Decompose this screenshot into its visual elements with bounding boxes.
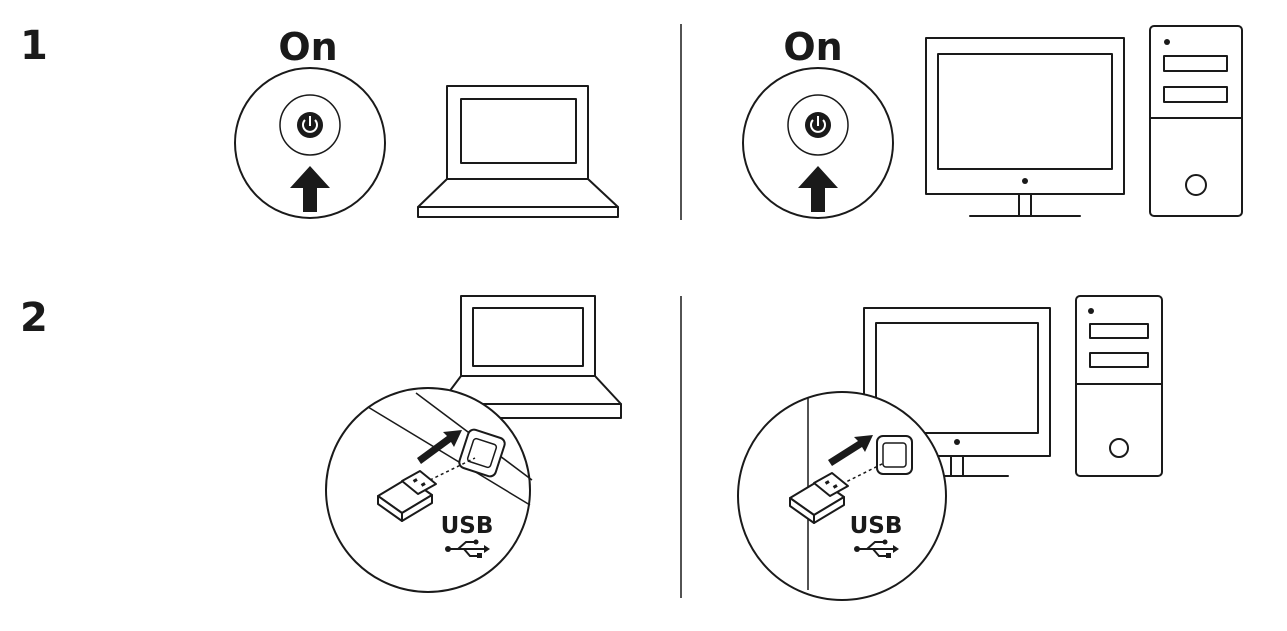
tower-pc-icon — [1075, 295, 1163, 477]
power-icon — [297, 112, 323, 138]
usb-receiver-icon — [377, 470, 437, 522]
usb-receiver-icon — [789, 472, 849, 524]
power-switch-right: On — [742, 25, 894, 219]
usb-label-left: USB — [441, 513, 494, 539]
step-1-number: 1 — [20, 23, 48, 69]
insert-arrow-icon — [828, 435, 873, 466]
up-arrow-icon — [798, 166, 838, 212]
usb-port — [876, 435, 913, 475]
power-switch-left: On — [234, 25, 386, 219]
usb-symbol-icon — [445, 539, 490, 558]
usb-zoom-left: USB — [325, 387, 533, 593]
on-label-right: On — [783, 25, 842, 69]
laptop-icon — [417, 85, 619, 218]
up-arrow-icon — [290, 166, 330, 212]
usb-label-right: USB — [850, 513, 903, 539]
usb-port — [458, 428, 506, 478]
step-2-number: 2 — [20, 295, 48, 341]
power-icon — [805, 112, 831, 138]
monitor-icon — [925, 37, 1125, 217]
usb-symbol-icon — [854, 539, 899, 558]
usb-zoom-right: USB — [737, 391, 947, 601]
on-label-left: On — [278, 25, 337, 69]
insert-arrow-icon — [417, 430, 462, 464]
tower-pc-icon — [1149, 25, 1243, 217]
